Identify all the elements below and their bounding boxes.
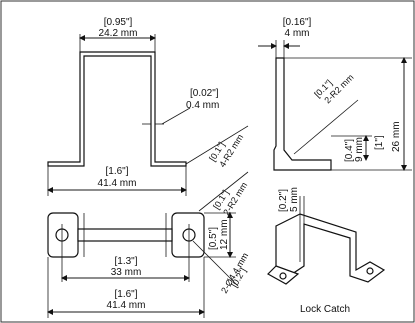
top-view-profile <box>47 51 187 167</box>
top-width-mm: 24.2 mm <box>99 28 138 39</box>
bridge-strip <box>77 228 173 242</box>
top-overall-mm: 41.4 mm <box>98 178 137 189</box>
top-thickness-mm: 0.4 mm <box>186 100 219 111</box>
top-width-in: [0.95"] <box>104 17 133 28</box>
side-step-mm: 9 mm <box>354 137 365 162</box>
iso-right-hole <box>366 267 374 275</box>
bottom-depth-in: [0.5"] <box>208 227 219 250</box>
bottom-spacing-mm: 33 mm <box>111 267 142 278</box>
side-width-in: [0.16"] <box>283 17 312 28</box>
bottom-depth-mm: 12 mm <box>219 219 230 250</box>
side-step-in: [0.4"] <box>344 139 355 162</box>
side-view-profile <box>273 57 332 171</box>
side-width-mm: 4 mm <box>285 28 310 39</box>
iso-dim-in: [0.2"] <box>278 189 289 212</box>
side-height-mm: 26 mm <box>391 121 402 152</box>
top-view: [0.95"] 24.2 mm [0.02"] 0.4 mm [1.6"] 41… <box>47 17 249 196</box>
iso-view: [0.2"] 5 mm Lock Catch <box>267 187 386 315</box>
side-height-in: [1"] <box>374 135 385 150</box>
iso-caption: Lock Catch <box>300 304 350 315</box>
bottom-overall-in: [1.6"] <box>114 289 137 300</box>
top-overall-in: [1.6"] <box>105 166 128 177</box>
top-thickness-in: [0.02"] <box>190 88 219 99</box>
bottom-spacing-in: [1.3"] <box>114 256 137 267</box>
bottom-view: [1.3"] 33 mm [1.6"] 41.4 mm [0.5"] 12 mm… <box>47 171 250 318</box>
bottom-overall-mm: 41.4 mm <box>107 300 146 311</box>
side-view: [0.16"] 4 mm [0.1"] 2-R2 mm [1"] 26 mm [… <box>258 17 412 171</box>
iso-left-hole <box>279 272 287 280</box>
iso-dim-mm: 5 mm <box>289 187 300 212</box>
